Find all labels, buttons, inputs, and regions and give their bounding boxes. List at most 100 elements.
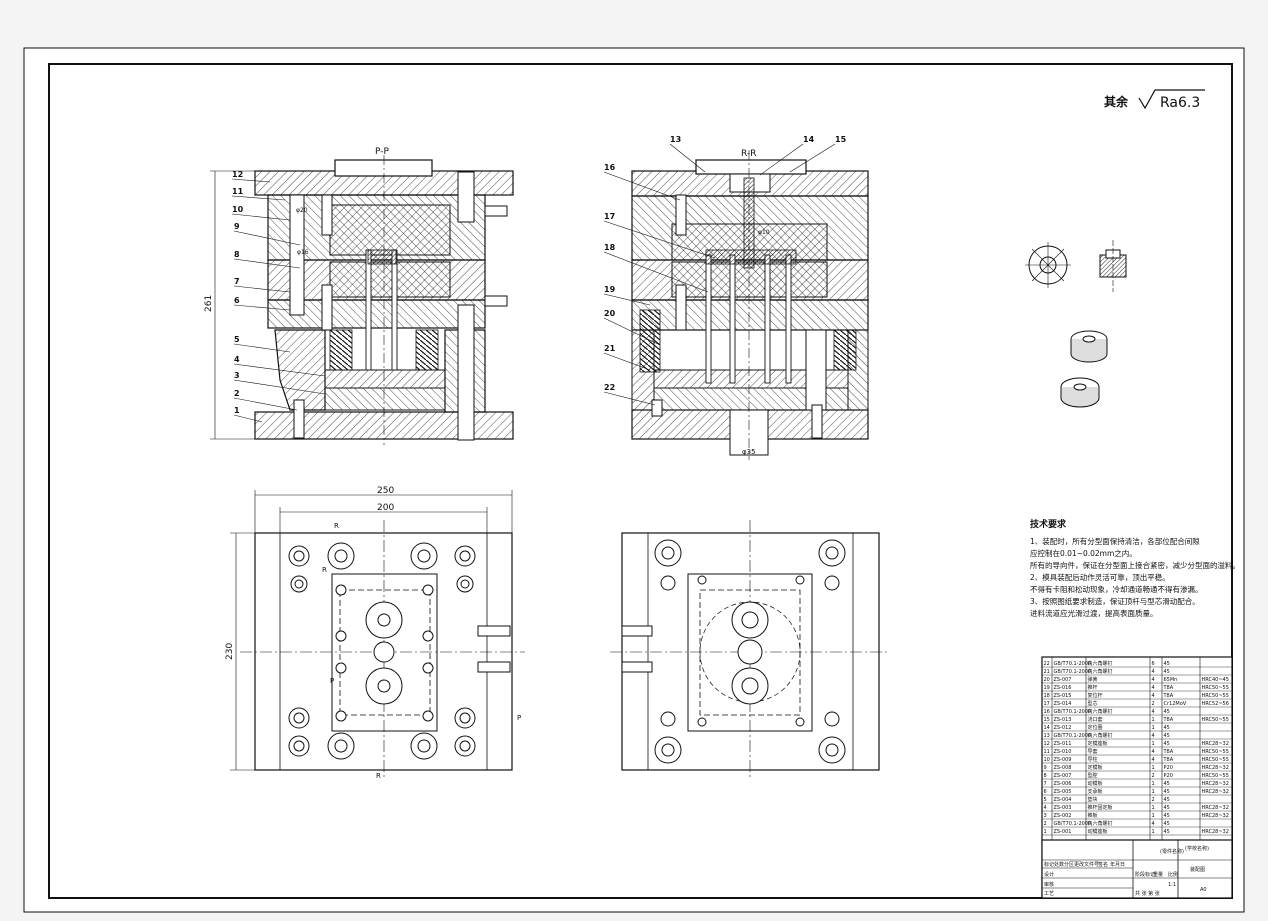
svg-text:比例: 比例: [1168, 871, 1178, 878]
bom-cell: HRC50~55: [1202, 757, 1229, 763]
bom-cell: ZS-004: [1054, 797, 1072, 803]
bom-cell: HRC50~55: [1202, 717, 1229, 723]
bom-cell: ZS-007: [1054, 773, 1072, 779]
bom-cell: 推杆固定板: [1088, 804, 1113, 811]
plan-view-moving: 250 200 230: [225, 486, 525, 780]
right-callouts: 13 14 15 16 17 18 19 20 21 22: [603, 135, 847, 406]
bom-cell: 15: [1044, 717, 1050, 723]
svg-text:分区: 分区: [1064, 861, 1074, 868]
bom-cell: 2: [1152, 773, 1155, 779]
bom-cell: ZS-011: [1054, 741, 1072, 747]
bom-cell: 5: [1044, 797, 1047, 803]
bom-cell: 45: [1164, 733, 1170, 739]
bom-cell: 1: [1152, 805, 1155, 811]
bom-cell: 垫块: [1088, 796, 1098, 803]
svg-text:处数: 处数: [1054, 861, 1064, 868]
bom-cell: HRC52~56: [1202, 701, 1229, 707]
bom-cell: HRC50~55: [1202, 773, 1229, 779]
bom-cell: 11: [1044, 749, 1050, 755]
bom-cell: T8A: [1163, 757, 1174, 763]
svg-text:更改文件号: 更改文件号: [1074, 861, 1099, 868]
bom-cell: ZS-002: [1054, 813, 1072, 819]
bom-cell: 8: [1044, 773, 1047, 779]
svg-text:装配图: 装配图: [1190, 866, 1205, 873]
bom-cell: GB/T70.1-2000: [1054, 669, 1092, 675]
bom-cell: 1: [1152, 765, 1155, 771]
bom-cell: 45: [1164, 829, 1170, 835]
svg-text:261: 261: [204, 295, 214, 312]
bom-cell: 22: [1044, 661, 1050, 667]
bom-cell: ZS-015: [1054, 693, 1072, 699]
bom-cell: HRC28~32: [1202, 789, 1229, 795]
bom-cell: 浇口套: [1088, 716, 1103, 723]
bom-cell: 内六角螺钉: [1088, 708, 1113, 715]
svg-text:7: 7: [234, 277, 240, 286]
svg-text:12: 12: [232, 170, 243, 179]
bom-cell: 4: [1152, 733, 1155, 739]
svg-text:6: 6: [234, 296, 240, 305]
bom-cell: HRC40~45: [1202, 677, 1229, 683]
svg-text:14: 14: [803, 135, 815, 144]
bom-cell: 16: [1044, 709, 1050, 715]
bom-cell: 推杆: [1088, 684, 1098, 691]
bom-cell: 支承板: [1088, 788, 1103, 795]
bom-cell: 21: [1044, 669, 1050, 675]
svg-text:P: P: [330, 677, 334, 685]
bom-cell: 导套: [1088, 748, 1098, 755]
svg-text:φ35: φ35: [742, 448, 756, 456]
bom-cell: ZS-014: [1054, 701, 1072, 707]
bom-cell: 1: [1152, 829, 1155, 835]
svg-text:1:1: 1:1: [1168, 882, 1176, 888]
bom-cell: 12: [1044, 741, 1050, 747]
svg-text:20: 20: [604, 309, 616, 318]
bom-cell: 内六角螺钉: [1088, 660, 1113, 667]
svg-text:φ16: φ16: [297, 249, 309, 256]
bom-cell: 3: [1044, 813, 1047, 819]
bom-cell: 动模座板: [1088, 828, 1108, 835]
bom-cell: 定模座板: [1088, 740, 1108, 747]
bom-cell: Cr12MoV: [1164, 701, 1187, 707]
bom-cell: 复位杆: [1088, 692, 1103, 699]
svg-text:R-R: R-R: [741, 149, 756, 159]
bom-cell: 4: [1152, 685, 1155, 691]
bom-cell: 65Mn: [1164, 677, 1178, 683]
svg-text:进料流道应光滑过渡，提高表面质量。: 进料流道应光滑过渡，提高表面质量。: [1030, 608, 1158, 618]
svg-text:4: 4: [234, 355, 240, 364]
bom-cell: ZS-013: [1054, 717, 1072, 723]
plan-view-fixed: [610, 520, 890, 780]
bom-cell: T8A: [1163, 749, 1174, 755]
bom-cell: 45: [1164, 661, 1170, 667]
bom-cell: ZS-005: [1054, 789, 1072, 795]
section-view-r: R-R φ35 φ10: [631, 149, 869, 460]
bom-cell: ZS-016: [1054, 685, 1072, 691]
bom-cell: T8A: [1163, 685, 1174, 691]
svg-text:R: R: [322, 566, 327, 574]
bom-cell: 10: [1044, 757, 1050, 763]
bom-cell: HRC28~32: [1202, 813, 1229, 819]
svg-text:5: 5: [234, 335, 240, 344]
bom-cell: HRC50~55: [1202, 749, 1229, 755]
svg-text:φ10: φ10: [758, 229, 770, 236]
bom-cell: ZS-001: [1054, 829, 1072, 835]
bom-cell: ZS-010: [1054, 749, 1072, 755]
bom-cell: 45: [1164, 781, 1170, 787]
svg-text:250: 250: [377, 486, 394, 496]
bom-cell: GB/T70.1-2000: [1054, 821, 1092, 827]
svg-text:设计: 设计: [1044, 871, 1054, 878]
svg-text:15: 15: [835, 135, 847, 144]
bom-cell: 导柱: [1088, 756, 1098, 763]
bom-cell: 1: [1152, 813, 1155, 819]
bom-cell: 9: [1044, 765, 1047, 771]
svg-text:(学校名称): (学校名称): [1185, 845, 1209, 852]
bom-cell: 型腔: [1088, 772, 1098, 779]
bom-cell: P20: [1164, 773, 1173, 779]
svg-text:年月日: 年月日: [1110, 861, 1125, 868]
svg-text:10: 10: [232, 205, 244, 214]
bom-cell: 1: [1152, 741, 1155, 747]
bom-cell: ZS-012: [1054, 725, 1072, 731]
svg-text:230: 230: [225, 643, 235, 660]
svg-text:工艺: 工艺: [1044, 891, 1054, 897]
svg-text:R: R: [376, 772, 381, 780]
bom-cell: 内六角螺钉: [1088, 732, 1113, 739]
